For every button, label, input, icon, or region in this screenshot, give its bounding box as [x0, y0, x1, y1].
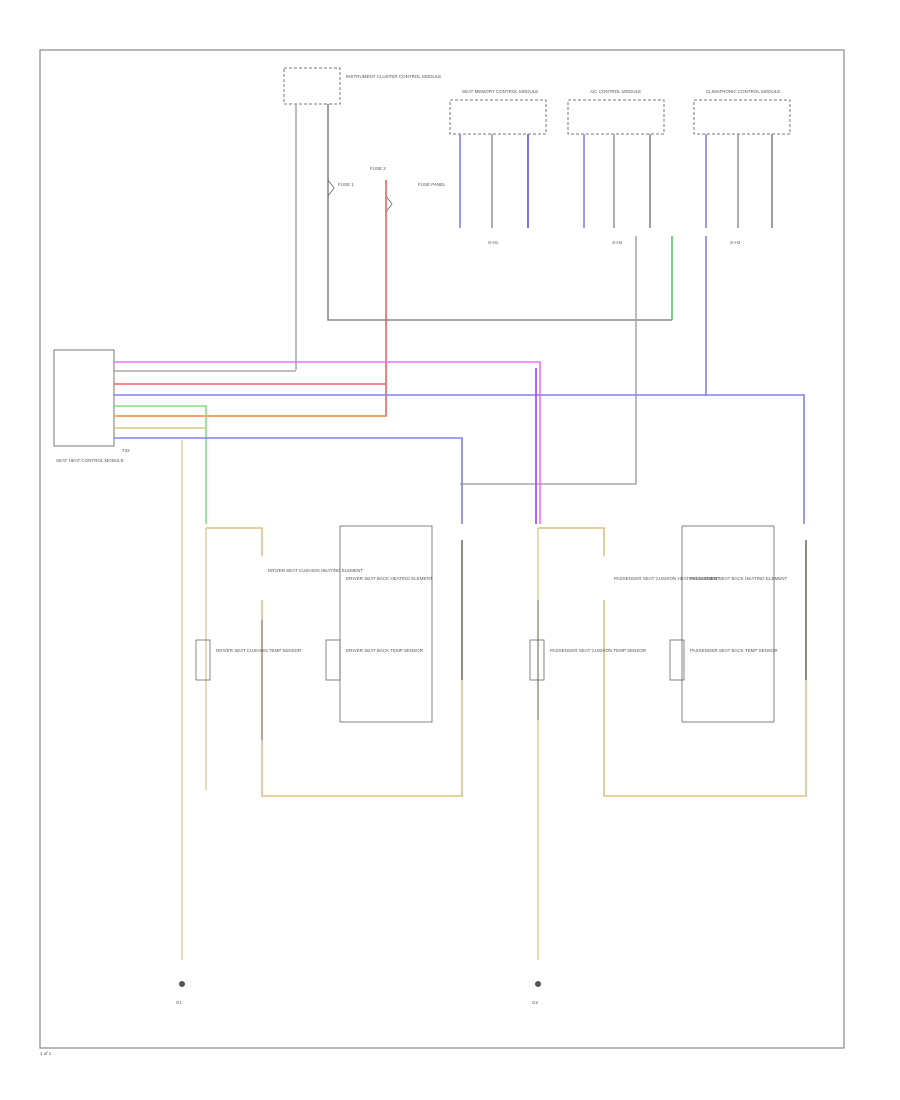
svg-text:FUSE 1: FUSE 1 [338, 182, 354, 187]
top-module-box: INSTRUMENT CLUSTER CONTROL MODULE [283, 67, 441, 105]
svg-text:G2: G2 [532, 1000, 539, 1005]
svg-text:PASSENGER SEAT BACK TEMP SENSO: PASSENGER SEAT BACK TEMP SENSOR [690, 648, 778, 653]
wire-pink-bus [114, 361, 541, 524]
module-3-box: CLIMATRONIC CONTROL MODULE [693, 89, 791, 135]
splice-1-label: S-H1 [488, 240, 499, 245]
splice-3-label: S-H3 [730, 240, 741, 245]
svg-text:DRIVER SEAT BACK TEMP SENSOR: DRIVER SEAT BACK TEMP SENSOR [346, 648, 424, 653]
svg-text:DRIVER SEAT CUSHION TEMP SENSO: DRIVER SEAT CUSHION TEMP SENSOR [216, 648, 302, 653]
main-module: SEAT HEAT CONTROL MODULE T32 [53, 349, 130, 463]
svg-text:CLIMATRONIC CONTROL MODULE: CLIMATRONIC CONTROL MODULE [706, 89, 780, 94]
svg-text:PASSENGER SEAT BACK HEATING EL: PASSENGER SEAT BACK HEATING ELEMENT [690, 576, 787, 581]
svg-text:PASSENGER SEAT CUSHION TEMP SE: PASSENGER SEAT CUSHION TEMP SENSOR [550, 648, 647, 653]
svg-text:SEAT HEAT CONTROL MODULE: SEAT HEAT CONTROL MODULE [56, 458, 124, 463]
svg-text:FUSE PANEL: FUSE PANEL [418, 182, 446, 187]
svg-text:T32: T32 [122, 448, 130, 453]
svg-text:INSTRUMENT CLUSTER CONTROL MOD: INSTRUMENT CLUSTER CONTROL MODULE [346, 74, 441, 79]
svg-text:SEAT MEMORY CONTROL MODULE: SEAT MEMORY CONTROL MODULE [462, 89, 538, 94]
wire-black-top [327, 104, 672, 321]
diagram-frame [39, 49, 845, 1049]
module-2-box: A/C CONTROL MODULE [567, 89, 665, 135]
fuse-2: FUSE 2 FUSE PANEL [370, 166, 446, 213]
wire-gray-splice [460, 236, 637, 485]
wire-violet-bus [114, 394, 805, 524]
svg-text:PASSENGER SEAT CUSHION HEATING: PASSENGER SEAT CUSHION HEATING ELEMENT [614, 576, 720, 581]
splice-2-label: S-H2 [612, 240, 623, 245]
wire-green-bus [114, 405, 207, 524]
passenger-seat-group: PASSENGER SEAT CUSHION HEATING ELEMENT P… [529, 525, 807, 797]
wire-blue-bus [114, 437, 463, 524]
footer-label: 1 of 1 [40, 1051, 52, 1056]
wire-red-fuse [118, 180, 387, 417]
module-1-box: SEAT MEMORY CONTROL MODULE [449, 89, 547, 135]
driver-seat-group: DRIVER SEAT CUSHION HEATING ELEMENT DRIV… [195, 525, 463, 797]
ground-2: G2 [532, 981, 541, 1005]
svg-text:DRIVER SEAT CUSHION HEATING EL: DRIVER SEAT CUSHION HEATING ELEMENT [268, 568, 363, 573]
fuse-1: FUSE 1 [327, 179, 354, 197]
svg-text:FUSE 2: FUSE 2 [370, 166, 386, 171]
svg-text:G1: G1 [176, 1000, 183, 1005]
ground-1: G1 [176, 981, 185, 1005]
svg-text:DRIVER SEAT BACK HEATING ELEME: DRIVER SEAT BACK HEATING ELEMENT [346, 576, 433, 581]
svg-text:A/C CONTROL MODULE: A/C CONTROL MODULE [590, 89, 641, 94]
